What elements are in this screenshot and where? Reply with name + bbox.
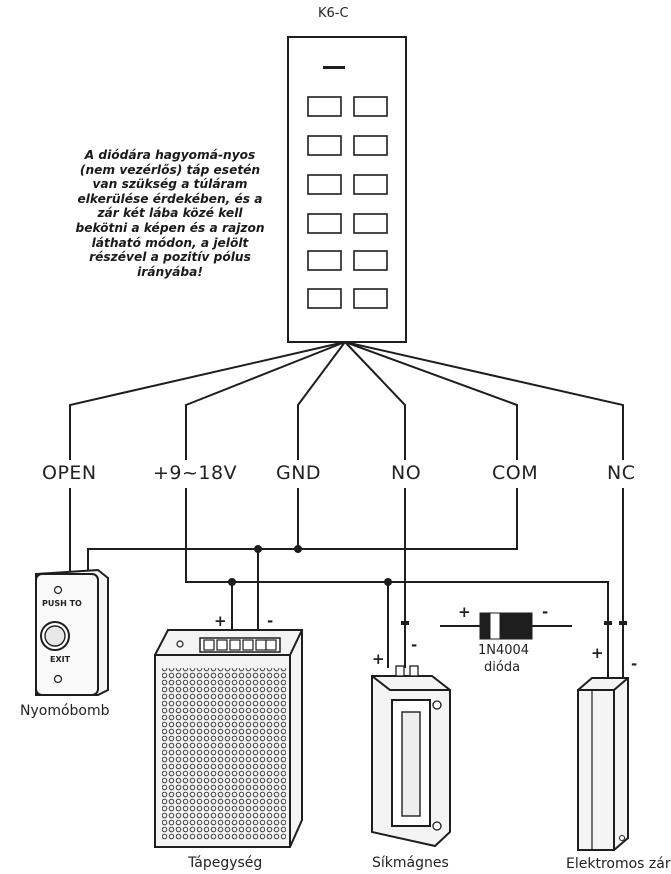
diode-symbol [440, 612, 572, 640]
junction-dots [228, 545, 392, 586]
keypad-wires [69, 341, 624, 460]
lower-wires [69, 488, 624, 682]
diode-part-label: 1N4004 [478, 643, 530, 658]
maglock-plus-sign: + [591, 644, 604, 662]
diode-note: A diódára hagyomá-nyos (nem vezérlős) tá… [75, 148, 265, 279]
exit-button-text-top: PUSH TO [42, 599, 82, 608]
diode-plus-sign: + [458, 603, 471, 621]
wire-ferrules [401, 621, 627, 625]
terminal-no-label: NO [391, 462, 422, 484]
keypad-buttons [307, 96, 388, 309]
exit-button-text-bottom: EXIT [50, 655, 71, 664]
terminal-open-label: OPEN [42, 462, 97, 484]
terminal-gnd-label: GND [276, 462, 322, 484]
terminal-power-label: +9~18V [153, 462, 238, 484]
psu-plus-sign: + [214, 612, 227, 630]
diode-minus-sign: - [542, 603, 549, 621]
maglock-minus-sign: - [631, 655, 638, 673]
strike-minus-sign: - [411, 636, 418, 654]
exit-button-label: Nyomóbomb [20, 703, 110, 719]
strike-plus-sign: + [372, 650, 385, 668]
screw-icon [53, 585, 63, 595]
maglock-device [577, 677, 629, 851]
maglock-label: Elektromos zár [566, 856, 671, 872]
power-supply-label: Tápegység [188, 855, 263, 871]
keypad-led [323, 66, 345, 69]
strike-device [371, 665, 451, 848]
psu-minus-sign: - [267, 612, 274, 630]
exit-button-device [35, 568, 109, 696]
diode-name-label: dióda [484, 660, 521, 675]
terminal-nc-label: NC [607, 462, 636, 484]
keypad-model-label: K6-C [318, 6, 349, 21]
power-supply-device [154, 629, 303, 848]
strike-label: Síkmágnes [372, 855, 449, 871]
keypad-body [287, 36, 407, 343]
screw-icon [53, 674, 63, 684]
terminal-com-label: COM [492, 462, 539, 484]
